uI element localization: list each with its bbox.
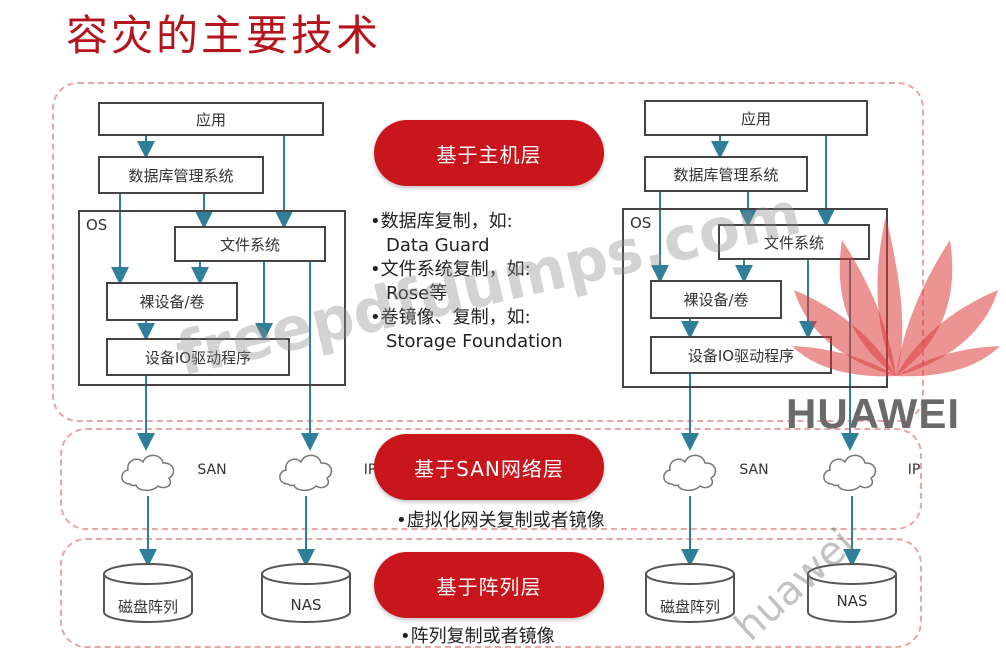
host-layer-region <box>52 82 924 422</box>
left-raw-device-box: 裸设备/卷 <box>106 282 238 321</box>
right-ip-label: IP <box>907 462 921 478</box>
cloud-icon <box>279 454 333 492</box>
right-san-cloud: SAN <box>658 448 769 494</box>
right-dbms-box: 数据库管理系统 <box>644 156 808 192</box>
bullet-fs-replication: •文件系统复制，如: <box>370 259 531 280</box>
array-layer-region <box>60 538 922 648</box>
bullet-fs-example: Rose等 <box>386 283 448 304</box>
bullet-volume-example: Storage Foundation <box>386 331 563 352</box>
san-layer-region <box>60 428 922 530</box>
san-layer-pill: 基于SAN网络层 <box>374 434 604 500</box>
left-nas-top <box>261 563 351 585</box>
array-layer-note: •阵列复制或者镜像 <box>400 626 555 647</box>
right-disk-array-icon <box>645 574 735 623</box>
right-os-label: OS <box>630 214 652 232</box>
array-layer-pill: 基于阵列层 <box>374 552 604 618</box>
left-nas-icon <box>261 574 351 623</box>
left-disk-array-label: 磁盘阵列 <box>117 598 178 616</box>
right-io-driver-box: 设备IO驱动程序 <box>650 336 832 374</box>
san-layer-note: •虚拟化网关复制或者镜像 <box>396 510 605 531</box>
left-nas-label: NAS <box>290 596 322 614</box>
right-ip-cloud: IP <box>818 448 920 494</box>
left-os-container: OS <box>78 210 346 386</box>
huawei-logo-icon <box>792 216 1000 377</box>
page-title: 容灾的主要技术 <box>66 11 382 60</box>
left-filesystem-box: 文件系统 <box>174 226 326 262</box>
right-nas-icon <box>807 574 897 623</box>
host-layer-bullets: •数据库复制，如: Data Guard •文件系统复制，如: Rose等 •卷… <box>370 210 563 354</box>
right-nas-label: NAS <box>836 592 868 610</box>
huawei-brand-watermark: HUAWEI <box>786 390 960 437</box>
right-san-label: SAN <box>739 462 769 478</box>
cloud-icon <box>663 454 717 492</box>
left-ip-cloud: IP <box>274 448 376 494</box>
left-san-cloud: SAN <box>116 448 227 494</box>
left-disk-array-top <box>103 563 193 585</box>
left-ip-label: IP <box>363 462 377 478</box>
left-san-label: SAN <box>197 462 227 478</box>
right-disk-array-top <box>645 563 735 585</box>
left-disk-array-icon <box>103 574 193 623</box>
right-app-box: 应用 <box>644 100 868 136</box>
left-dbms-box: 数据库管理系统 <box>98 156 264 194</box>
bullet-db-example: Data Guard <box>386 235 490 256</box>
bullet-volume-replication: •卷镜像、复制，如: <box>370 307 531 328</box>
cloud-icon <box>121 454 175 492</box>
left-os-label: OS <box>86 216 108 234</box>
cloud-icon <box>823 454 877 492</box>
left-app-box: 应用 <box>98 102 324 136</box>
right-raw-device-box: 裸设备/卷 <box>650 280 782 319</box>
right-nas-top <box>807 563 897 585</box>
right-disk-array-label: 磁盘阵列 <box>659 598 720 616</box>
left-io-driver-box: 设备IO驱动程序 <box>106 338 290 376</box>
host-layer-pill: 基于主机层 <box>374 120 604 186</box>
bullet-db-replication: •数据库复制，如: <box>370 211 513 232</box>
